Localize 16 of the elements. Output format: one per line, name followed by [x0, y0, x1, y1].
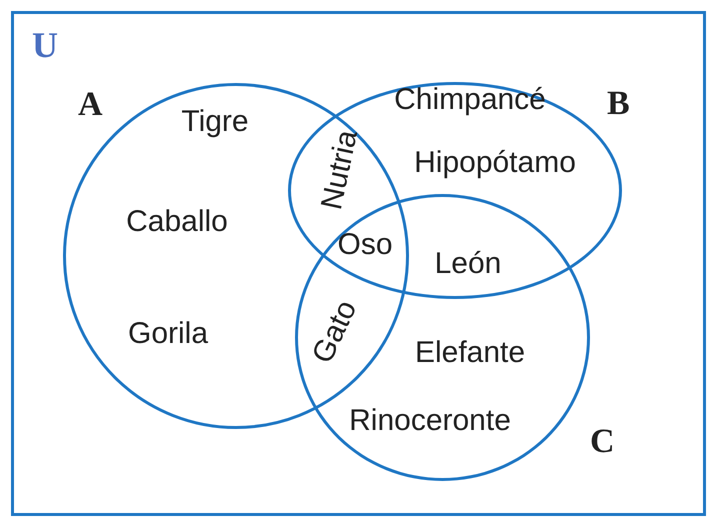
set-label: B: [607, 85, 630, 123]
element-label: Gato: [308, 296, 362, 368]
element-label: Nutria: [317, 128, 363, 212]
element-label: Tigre: [181, 107, 249, 137]
element-label: Hipopótamo: [414, 148, 576, 178]
set-label: U: [32, 24, 58, 66]
element-label: León: [434, 249, 502, 279]
universe-box: [11, 11, 706, 516]
element-label: Chimpancé: [394, 85, 546, 115]
element-label: Caballo: [126, 207, 228, 237]
element-label: Elefante: [414, 338, 526, 368]
element-label: Rinoceronte: [349, 406, 511, 436]
set-label: C: [590, 423, 615, 461]
set-label: A: [78, 86, 103, 124]
element-label: Gorila: [128, 319, 208, 349]
element-label: Oso: [337, 230, 393, 260]
